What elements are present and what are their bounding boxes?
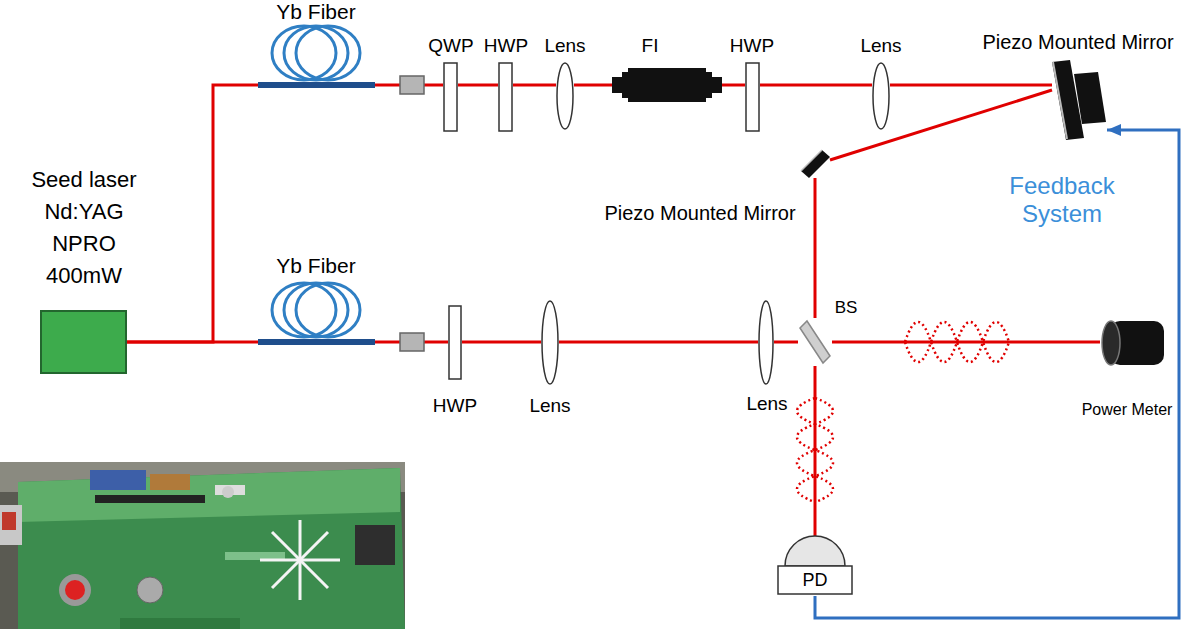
component-label: Seed laser Nd:YAG NPRO 400mW	[25, 164, 143, 292]
laser-beam	[814, 366, 817, 536]
plate-symbol	[498, 62, 513, 132]
lens-symbol	[541, 300, 559, 385]
lens: Lens	[872, 62, 890, 130]
laser-beam	[774, 341, 798, 344]
laser-beam	[830, 90, 1052, 160]
yb-fiber: Yb Fiber	[258, 23, 375, 89]
fiber-symbol	[258, 280, 375, 346]
component-label: Yb Fiber	[276, 0, 355, 24]
laser-beam	[890, 84, 1052, 87]
photodiode: PD	[777, 536, 853, 596]
beam-splitter: BS	[798, 318, 832, 366]
bs-symbol	[798, 318, 832, 366]
mirror-symbol	[1052, 60, 1107, 140]
component-label: Lens	[860, 35, 901, 57]
laser-beam	[574, 84, 612, 87]
plate-symbol	[448, 305, 462, 380]
lens: Lens	[541, 300, 559, 385]
component-label: HWP	[433, 395, 477, 417]
lens-symbol	[758, 300, 774, 385]
component-label: PD	[802, 570, 827, 591]
piezo-mirror: Piezo Mounted Mirror	[800, 150, 830, 178]
quarter-wave-plate: QWP	[443, 62, 458, 132]
laser-beam	[458, 84, 498, 87]
arrow-head	[1107, 124, 1121, 136]
half-wave-plate: HWP	[498, 62, 513, 132]
mirror2-symbol	[800, 150, 830, 178]
lens: Lens	[556, 62, 574, 130]
laser-beam	[513, 84, 556, 87]
laser-beam	[722, 84, 745, 87]
component-label: Yb Fiber	[276, 254, 355, 278]
component-label: Power Meter	[1082, 401, 1173, 419]
laser-beam	[127, 341, 258, 344]
fiber-collimator	[400, 333, 424, 351]
fiber-collimator	[400, 76, 424, 94]
component-label: Piezo Mounted Mirror	[982, 31, 1173, 54]
lens-symbol	[556, 62, 574, 130]
power-meter: Power Meter	[1100, 318, 1166, 368]
component-label: Piezo Mounted Mirror	[604, 202, 795, 225]
component-label: Lens	[746, 393, 787, 415]
component-label: BS	[835, 298, 858, 318]
component-label: FI	[642, 35, 659, 57]
plate-symbol	[745, 62, 760, 132]
laser-beam	[127, 85, 258, 342]
component-label: QWP	[428, 35, 473, 57]
yb-fiber: Yb Fiber	[258, 280, 375, 346]
laser-beam	[814, 178, 817, 318]
seed-laser: Seed laser Nd:YAG NPRO 400mW	[40, 310, 127, 374]
laser-beam	[832, 341, 1100, 344]
edge-label: Feedback System	[997, 172, 1127, 227]
component-label: Lens	[544, 35, 585, 57]
pm-symbol	[1100, 318, 1166, 368]
laser-symbol	[40, 310, 127, 374]
faraday-isolator: FI	[612, 68, 722, 102]
beam-wave	[797, 322, 1009, 502]
half-wave-plate: HWP	[448, 305, 462, 380]
laser-beam	[760, 84, 872, 87]
plate-symbol	[443, 62, 458, 132]
feedback-line	[815, 130, 1179, 618]
component-label: HWP	[484, 35, 528, 57]
lens: Lens	[758, 300, 774, 385]
lens-symbol	[872, 62, 890, 130]
laser-photo	[0, 462, 405, 629]
piezo-mirror: Piezo Mounted Mirror	[1052, 60, 1107, 140]
laser-beam	[462, 341, 541, 344]
fiber-symbol	[258, 23, 375, 89]
component-label: Lens	[529, 395, 570, 417]
half-wave-plate: HWP	[745, 62, 760, 132]
fi-symbol	[612, 68, 722, 102]
component-label: HWP	[730, 35, 774, 57]
laser-beam	[559, 341, 758, 344]
